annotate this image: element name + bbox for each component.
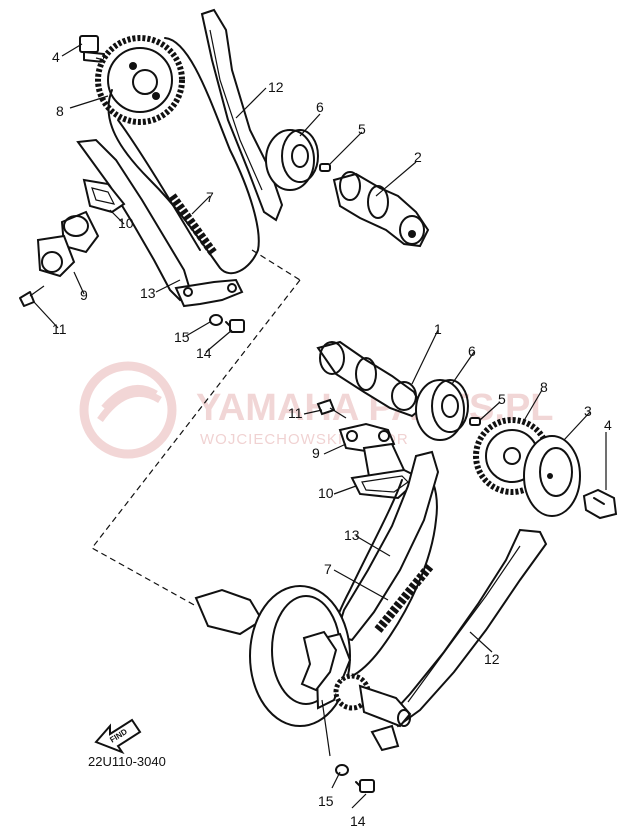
callout-lower-8: 8 (540, 379, 548, 395)
callout-lower-14: 14 (350, 813, 366, 829)
diagram-code: 22U110-3040 (88, 754, 166, 769)
callout-upper-14: 14 (196, 345, 212, 361)
timing-chain-inner-upper (117, 119, 201, 251)
crankshaft (194, 585, 412, 752)
chain-links-lower (374, 563, 434, 633)
callout-upper-12: 12 (268, 79, 284, 95)
washer-15-lower (335, 764, 349, 776)
dowel-pin-lower (469, 417, 481, 426)
chain-guide-lower (388, 528, 548, 728)
callout-upper-4: 4 (52, 49, 60, 65)
bolt-14-lower (355, 779, 375, 793)
leader-lines (33, 43, 607, 809)
chain-tensioner-upper (36, 210, 100, 278)
callout-upper-10: 10 (118, 215, 134, 231)
callout-upper-9: 9 (80, 287, 88, 303)
spacer-upper (265, 129, 319, 191)
callout-upper-7: 7 (206, 189, 214, 205)
chain-guide-upper (200, 8, 284, 222)
callout-lower-12: 12 (484, 651, 500, 667)
watermark-logo (79, 361, 177, 459)
callout-lower-1: 1 (434, 321, 442, 337)
cam-sprocket-upper (95, 35, 185, 125)
callout-labels: 4 8 12 6 5 2 7 10 9 13 11 15 14 1 6 5 8 … (52, 49, 612, 829)
tensioner-guide-lower (334, 450, 440, 642)
callout-upper-13: 13 (140, 285, 156, 301)
callout-lower-13: 13 (344, 527, 360, 543)
camshaft-2 (332, 171, 430, 248)
callout-upper-11: 11 (52, 321, 67, 337)
callout-upper-6: 6 (316, 99, 324, 115)
spacer-lower (415, 379, 469, 441)
callout-lower-4: 4 (604, 417, 612, 433)
cam-plate-3 (523, 435, 581, 517)
callout-lower-7: 7 (324, 561, 332, 577)
guide-pivot-upper (174, 278, 244, 308)
callout-lower-3: 3 (584, 403, 592, 419)
bolt-14-upper (225, 319, 245, 333)
watermark-logo-mark (97, 384, 162, 423)
callout-lower-5: 5 (498, 391, 506, 407)
callout-upper-5: 5 (358, 121, 366, 137)
callout-upper-8: 8 (56, 103, 64, 119)
guide-pivot-lower (300, 630, 338, 692)
callout-upper-15: 15 (174, 329, 190, 345)
washer-15-upper (209, 314, 223, 326)
callout-lower-15: 15 (318, 793, 334, 809)
timing-chain-upper (107, 37, 260, 275)
callout-lower-10: 10 (318, 485, 334, 501)
bolt-4-lower (582, 488, 618, 520)
callout-lower-9: 9 (312, 445, 320, 461)
find-arrow-icon: FIND (94, 718, 142, 755)
callout-upper-2: 2 (414, 149, 422, 165)
callout-lower-6: 6 (468, 343, 476, 359)
dowel-pin-upper (319, 163, 331, 172)
bolt-11-upper (19, 285, 45, 307)
callout-lower-11: 11 (288, 405, 303, 421)
reference-line (91, 249, 301, 607)
